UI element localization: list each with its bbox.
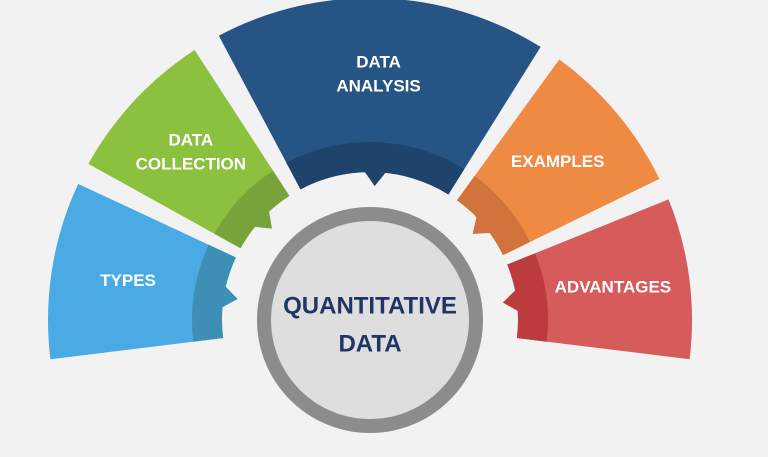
segment-data-analysis-pointer — [363, 170, 387, 187]
segment-types-pointer — [220, 284, 238, 309]
center-hub: QUANTITATIVE DATA — [257, 207, 483, 433]
segment-data-collection-label-line-2: COLLECTION — [136, 154, 247, 173]
segment-examples-label-line-1: EXAMPLES — [511, 152, 605, 171]
center-fill — [271, 221, 469, 419]
segment-data-analysis-label-line-1: DATA — [356, 53, 401, 72]
center-title-line-2: DATA — [338, 330, 401, 357]
segments-layer: TYPES DATA COLLECTION DATA ANALYSIS EXAMPLES A… — [48, 0, 692, 360]
segment-data-collection-pointer — [252, 209, 272, 229]
segment-advantages-outer — [507, 199, 692, 360]
segment-examples-outer — [456, 59, 660, 256]
segment-advantages: ADVANTAGES — [502, 199, 692, 360]
segment-data-collection: DATA COLLECTION — [88, 49, 290, 249]
segment-examples-pointer — [472, 214, 493, 234]
segment-types-inner-band — [192, 244, 236, 342]
segment-types-outer — [48, 183, 236, 360]
segment-data-analysis-inner-band — [286, 142, 465, 195]
segment-data-collection-label-line-1: DATA — [168, 130, 213, 149]
segment-advantages-label-line-1: ADVANTAGES — [555, 278, 672, 297]
segment-data-collection-inner-band — [214, 170, 290, 249]
segment-advantages-pointer — [502, 288, 520, 313]
segment-advantages-inner-band — [507, 253, 548, 342]
segment-types-label-line-1: TYPES — [100, 271, 156, 290]
segment-data-analysis: DATA ANALYSIS — [218, 0, 541, 195]
segment-data-analysis-label-line-2: ANALYSIS — [336, 77, 420, 96]
segment-data-analysis-outer — [218, 0, 541, 195]
center-title-line-1: QUANTITATIVE — [283, 292, 457, 319]
segment-data-collection-outer — [88, 49, 290, 249]
segment-examples-inner-band — [456, 175, 530, 256]
segment-examples: EXAMPLES — [456, 59, 660, 256]
segment-types: TYPES — [48, 183, 238, 360]
